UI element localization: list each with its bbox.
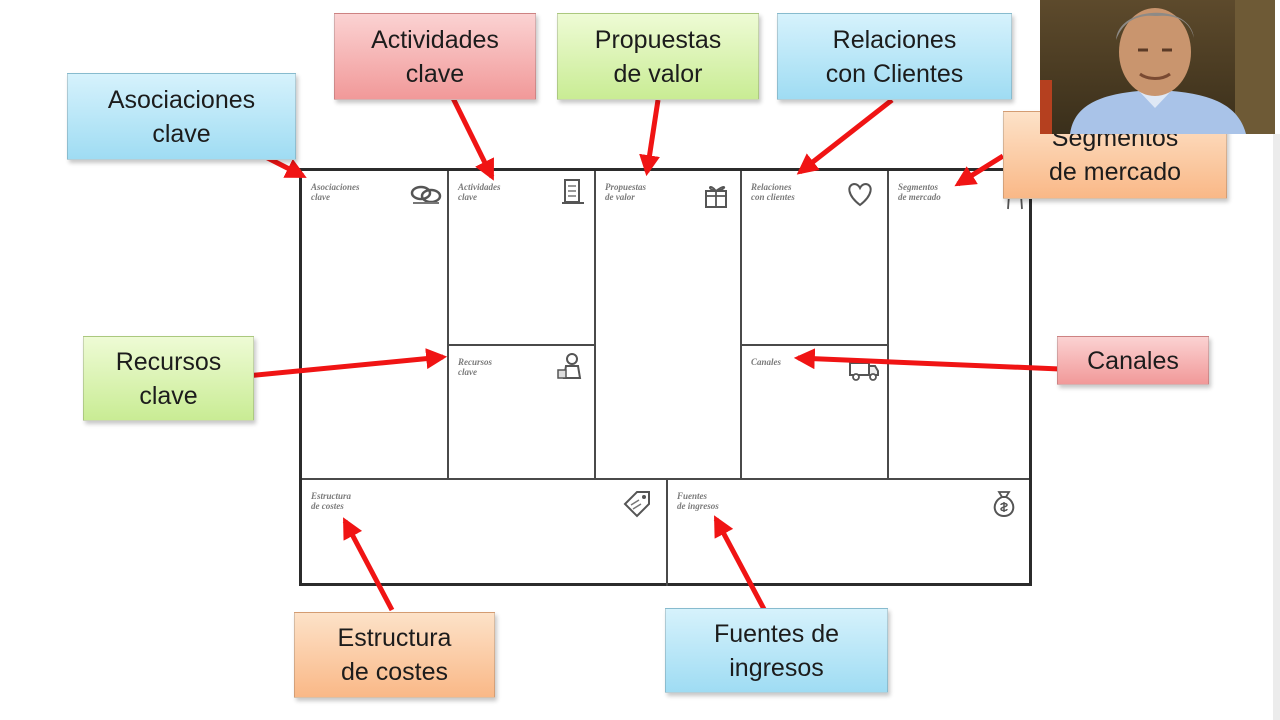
canvas-frame: Asociaciones clave Actividades clave Rec… xyxy=(299,168,1032,586)
cell-title-relaciones: Relaciones con clientes xyxy=(751,182,795,202)
cell-title-fuentes: Fuentes de ingresos xyxy=(677,491,719,511)
cell-title-actividades: Actividades clave xyxy=(458,182,501,202)
label-canales: Canales xyxy=(1057,336,1209,385)
cell-title-segmentos: Segmentos de mercado xyxy=(898,182,941,202)
cell-title-canales: Canales xyxy=(751,357,782,367)
arrow-relaciones xyxy=(796,98,894,175)
cell-title-costes: Estructura de costes xyxy=(311,491,352,511)
presenter-figure xyxy=(1040,0,1275,134)
arrow-actividades xyxy=(445,86,495,181)
cell-propuestas-de-valor: Propuestas de valor xyxy=(596,171,742,480)
cell-asociaciones-clave: Asociaciones clave xyxy=(302,171,449,480)
label-asociaciones-clave: Asociaciones clave xyxy=(67,73,296,160)
cell-relaciones-con-clientes: Relaciones con clientes xyxy=(742,171,889,346)
worker-icon xyxy=(557,353,582,379)
cell-segmentos-de-mercado: Segmentos de mercado xyxy=(889,171,1029,480)
cell-title-propuestas: Propuestas de valor xyxy=(605,182,647,202)
money-bag-icon xyxy=(993,491,1015,518)
cell-actividades-clave: Actividades clave xyxy=(449,171,596,346)
label-recursos-clave: Recursos clave xyxy=(83,336,254,421)
checklist-icon xyxy=(562,179,584,204)
price-tag-icon xyxy=(623,491,650,518)
chain-link-icon xyxy=(410,185,442,204)
label-actividades-clave: Actividades clave xyxy=(334,13,536,100)
webcam-video-overlay xyxy=(1040,0,1275,134)
label-fuentes-de-ingresos: Fuentes de ingresos xyxy=(665,608,888,693)
truck-icon xyxy=(849,362,879,381)
gift-icon xyxy=(705,186,727,208)
label-propuestas-de-valor: Propuestas de valor xyxy=(557,13,759,100)
cell-canales: Canales xyxy=(742,346,889,480)
cell-recursos-clave: Recursos clave xyxy=(449,346,596,480)
label-estructura-de-costes: Estructura de costes xyxy=(294,612,495,698)
cell-estructura-de-costes: Estructura de costes xyxy=(302,480,668,586)
heart-icon xyxy=(848,182,872,207)
cell-fuentes-de-ingresos: Fuentes de ingresos xyxy=(668,480,1029,586)
arrow-propuestas xyxy=(639,99,661,177)
right-edge-strip xyxy=(1273,134,1280,720)
cell-title-recursos: Recursos clave xyxy=(458,357,493,377)
cell-title-asociaciones: Asociaciones clave xyxy=(311,182,360,202)
label-relaciones-con-clientes: Relaciones con Clientes xyxy=(777,13,1012,100)
